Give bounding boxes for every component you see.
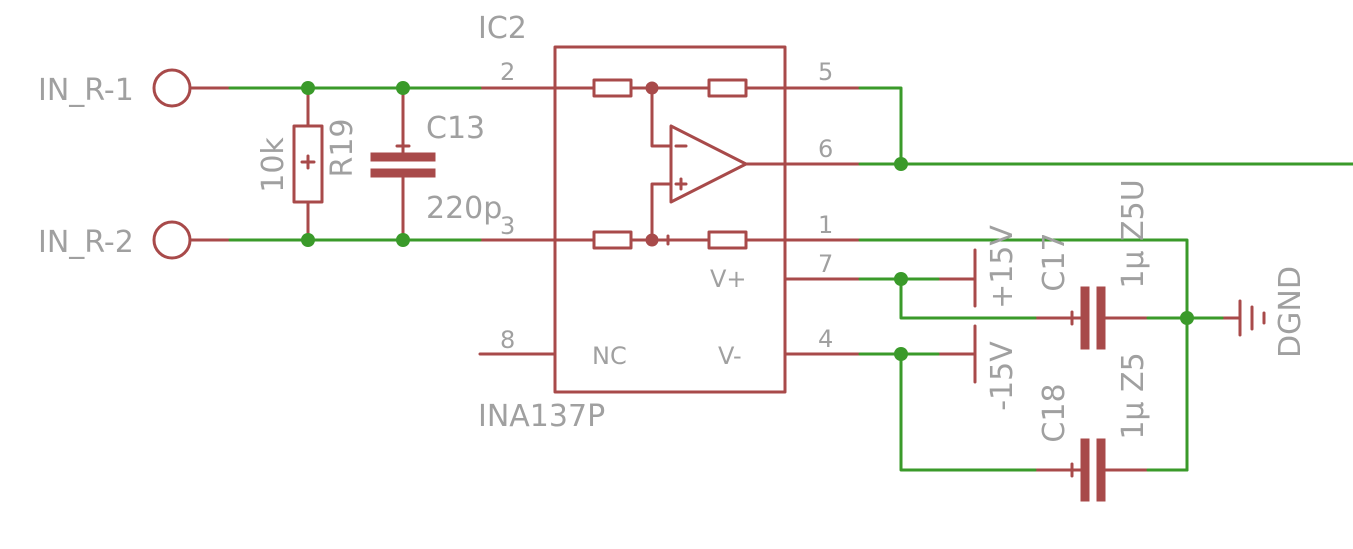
c18-name-label: C18 xyxy=(1037,383,1072,442)
pin-number-3: 3 xyxy=(500,212,515,240)
opamp-triangle xyxy=(669,124,748,204)
ic2-int-junction xyxy=(645,233,659,247)
ic2-int-resistor-2 xyxy=(707,78,748,98)
ic2-vminus-label: V- xyxy=(718,342,742,370)
c13-name-label: C13 xyxy=(426,111,485,146)
ground-dgnd-label: DGND xyxy=(1273,266,1308,358)
ic2-name-label: IC2 xyxy=(478,11,527,46)
pin-number-7: 7 xyxy=(818,250,833,278)
nets xyxy=(228,81,1353,472)
junction-dot xyxy=(894,157,908,171)
ic2-int-resistor-3 xyxy=(592,230,633,250)
ground-dgnd xyxy=(1220,299,1266,337)
resistor-r19 xyxy=(292,86,324,242)
net-vminus-cap xyxy=(899,352,1037,472)
c18-value-label: 1µ Z5 xyxy=(1116,352,1151,439)
pin-number-8: 8 xyxy=(500,326,515,354)
capacitor-c13 xyxy=(370,86,436,242)
c17-value-label: 1µ Z5U xyxy=(1116,179,1151,288)
supply-plus15v-label: +15V xyxy=(985,225,1020,309)
ic2-noninv-input-wire xyxy=(650,182,673,242)
net-pin5 xyxy=(858,86,903,166)
junction-dot xyxy=(301,81,315,95)
r19-name-label: R19 xyxy=(325,118,360,177)
junction-dot xyxy=(396,81,410,95)
c17-name-label: C17 xyxy=(1037,232,1072,291)
ic2-vplus-label: V+ xyxy=(710,265,747,293)
ic2-symbol xyxy=(478,45,862,394)
connector-in-r1 xyxy=(152,68,192,108)
junction-dot xyxy=(894,272,908,286)
connector-in-r2-label: IN_R-2 xyxy=(38,225,134,260)
junction-dot xyxy=(894,347,908,361)
ic2-nc-label: NC xyxy=(592,342,627,370)
ic2-body xyxy=(553,45,787,394)
capacitor-c18 xyxy=(1033,438,1150,502)
pin-number-1: 1 xyxy=(818,211,833,239)
capacitor-c17 xyxy=(1033,286,1150,350)
connector-in-r1-label: IN_R-1 xyxy=(38,73,134,108)
supply-minus15v xyxy=(936,324,977,384)
r19-value-label: 10k xyxy=(256,137,291,193)
junction-dot xyxy=(396,233,410,247)
supply-plus15v xyxy=(936,248,977,308)
net-vplus-cap xyxy=(899,277,1037,320)
junction-dot xyxy=(1180,311,1194,325)
net-ref-ground xyxy=(858,238,1189,472)
c13-value-label: 220p xyxy=(426,191,502,226)
connector-in-r2 xyxy=(152,220,192,260)
pin-number-4: 4 xyxy=(818,325,833,353)
ic2-int-junction xyxy=(645,81,659,95)
ic2-inv-input-wire xyxy=(650,86,673,148)
pin-number-6: 6 xyxy=(818,135,833,163)
junction-dot xyxy=(301,233,315,247)
pin-number-5: 5 xyxy=(818,58,833,86)
ic2-part-label: INA137P xyxy=(478,399,605,434)
pin-number-2: 2 xyxy=(500,58,515,86)
supply-minus15v-label: -15V xyxy=(985,341,1020,411)
ic2-int-resistor-1 xyxy=(592,78,633,98)
ic2-int-resistor-4 xyxy=(707,230,748,250)
